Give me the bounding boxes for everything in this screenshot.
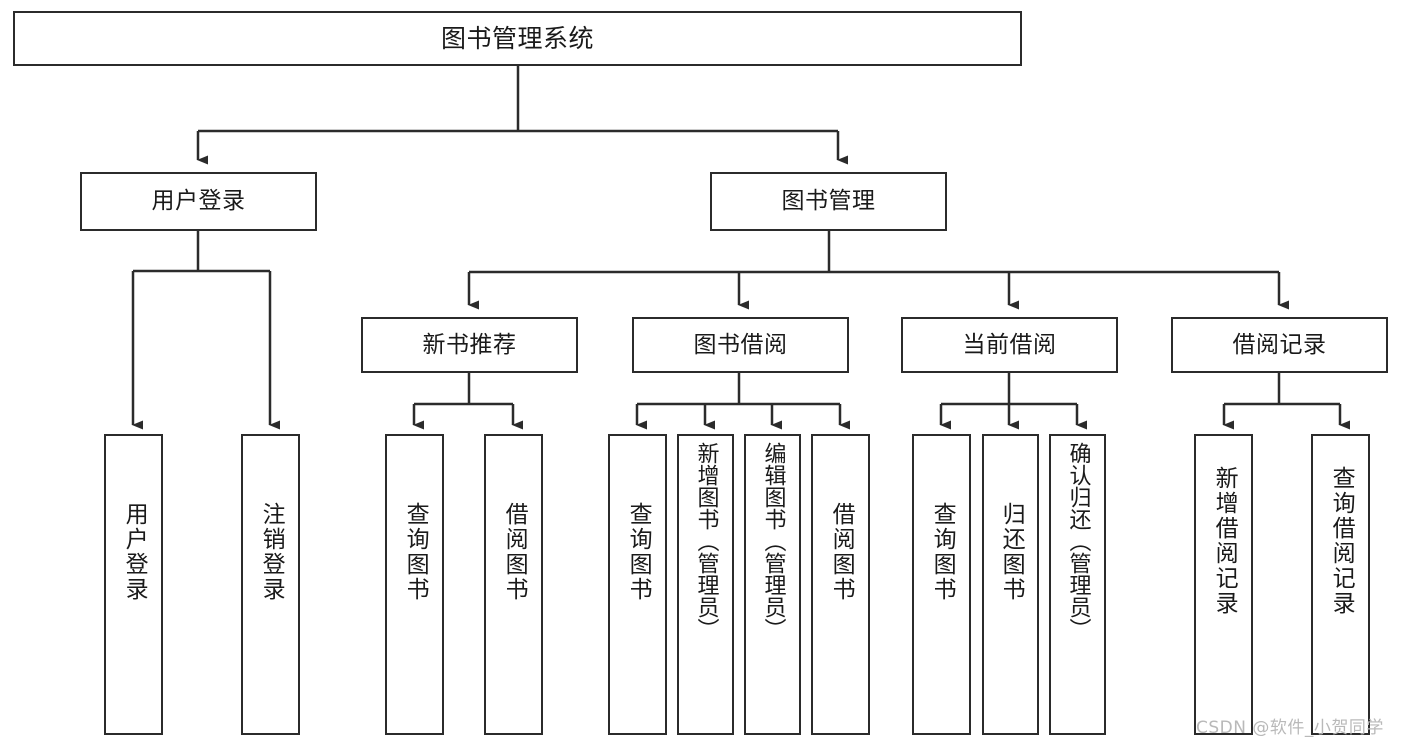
node-label: 借阅图书 xyxy=(501,502,528,602)
node-label: 归还图书 xyxy=(998,502,1025,602)
node-label: 当前借阅 xyxy=(962,331,1057,358)
leaf-user-login-login[interactable]: 用户登录 xyxy=(104,434,163,735)
node-book-borrow[interactable]: 图书借阅 xyxy=(632,317,849,373)
leaf-book-borrow-add[interactable]: 新增图书（管理员） xyxy=(677,434,734,735)
node-label: 新增图书（管理员） xyxy=(693,442,719,640)
leaf-current-borrow-return[interactable]: 归还图书 xyxy=(982,434,1039,735)
leaf-book-borrow-borrow[interactable]: 借阅图书 xyxy=(811,434,870,735)
node-label: 新书推荐 xyxy=(422,331,517,358)
node-label: 用户登录 xyxy=(121,502,148,602)
leaf-current-borrow-query[interactable]: 查询图书 xyxy=(912,434,971,735)
node-label: 查询图书 xyxy=(402,502,429,602)
leaf-user-login-logout[interactable]: 注销登录 xyxy=(241,434,300,735)
node-label: 确认归还（管理员） xyxy=(1065,442,1091,640)
leaf-new-book-query[interactable]: 查询图书 xyxy=(385,434,444,735)
node-label: 查询图书 xyxy=(929,502,956,602)
leaf-new-book-borrow[interactable]: 借阅图书 xyxy=(484,434,543,735)
node-label: 查询借阅记录 xyxy=(1328,466,1355,616)
node-book-management-system[interactable]: 图书管理系统 xyxy=(13,11,1022,66)
node-label: 新增借阅记录 xyxy=(1211,466,1238,616)
node-label: 注销登录 xyxy=(258,502,285,602)
node-label: 用户登录 xyxy=(151,188,246,214)
node-book-management[interactable]: 图书管理 xyxy=(710,172,947,231)
node-user-login[interactable]: 用户登录 xyxy=(80,172,317,231)
leaf-book-borrow-query[interactable]: 查询图书 xyxy=(608,434,667,735)
node-new-book-recommend[interactable]: 新书推荐 xyxy=(361,317,578,373)
node-label: 借阅图书 xyxy=(828,502,855,602)
node-label: 查询图书 xyxy=(625,502,652,602)
node-borrow-record[interactable]: 借阅记录 xyxy=(1171,317,1388,373)
node-label: 图书管理 xyxy=(781,188,876,214)
leaf-borrow-record-query[interactable]: 查询借阅记录 xyxy=(1311,434,1370,735)
node-label: 编辑图书（管理员） xyxy=(760,442,786,640)
node-label: 图书管理系统 xyxy=(440,24,594,53)
leaf-book-borrow-edit[interactable]: 编辑图书（管理员） xyxy=(744,434,801,735)
node-label: 图书借阅 xyxy=(693,331,788,358)
node-current-borrow[interactable]: 当前借阅 xyxy=(901,317,1118,373)
watermark-text: CSDN @软件_小贺同学 xyxy=(1196,718,1384,738)
leaf-borrow-record-add[interactable]: 新增借阅记录 xyxy=(1194,434,1253,735)
leaf-current-borrow-confirm[interactable]: 确认归还（管理员） xyxy=(1049,434,1106,735)
node-label: 借阅记录 xyxy=(1232,331,1327,358)
